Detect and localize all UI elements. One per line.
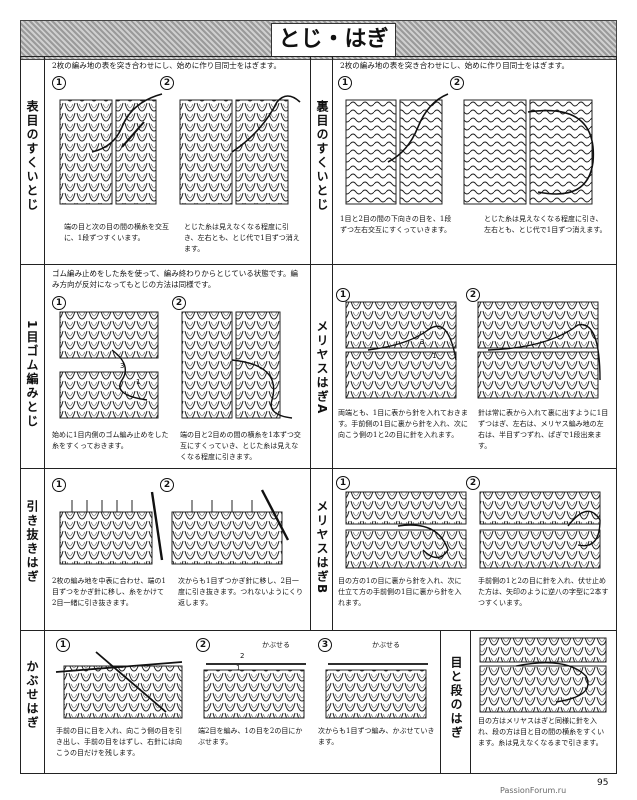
watermark: PassionForum.ru bbox=[500, 786, 567, 795]
step-caption: 手前側の1と2の目に針を入れ、伏せ止めた方は、矢印のように逆八の字型に2本すつす… bbox=[478, 577, 609, 607]
row-divider bbox=[20, 630, 617, 631]
step-caption: 端2目を編み、1の目を2の目にかぶせます。 bbox=[198, 727, 303, 746]
page-number: 95 bbox=[597, 778, 609, 788]
meriyasu-b-illustration bbox=[345, 491, 601, 569]
step-number-mark: 2 bbox=[240, 652, 245, 660]
cover-tag: かぶせる bbox=[372, 641, 400, 649]
label-divider bbox=[332, 56, 333, 630]
section-label-me-to-dan: 目と段のはぎ bbox=[449, 656, 463, 740]
step-caption: 次からも1目ずつかぎ針に移し、2目一度に引き抜きます。つれないようにくり返します… bbox=[178, 577, 304, 607]
step-marker: 1 bbox=[336, 476, 350, 490]
title-banner: とじ・はぎ bbox=[20, 20, 617, 60]
label-divider bbox=[44, 56, 45, 774]
section-label-kabuse: かぶせはぎ bbox=[25, 660, 39, 730]
me-to-dan-illustration bbox=[479, 637, 607, 713]
step-marker: 1 bbox=[336, 288, 350, 302]
step-caption: 2枚の編み地を中表に合わせ、端の1目ずつをかぎ針に移し、糸をかけて2目一緒に引き… bbox=[52, 577, 166, 607]
step-caption: 針は常に表から入れて裏に出すように1目ずつはぎ、左右は、メリヤス編み地の左右は、… bbox=[478, 409, 609, 450]
step-number-mark: 1 bbox=[236, 664, 241, 672]
meriyasu-a-illustration bbox=[345, 301, 601, 399]
kabuse-illustration bbox=[55, 651, 428, 719]
column-divider bbox=[310, 56, 311, 630]
step-caption: 端の目と2目めの間の横糸を1本ずつ交互にすくっていき、とじた糸は見えなくなる程度… bbox=[180, 431, 301, 461]
step-caption: 1目と2目の間の下向きの目を、1段ずつ左右交互にすくっていきます。 bbox=[340, 215, 452, 234]
step-marker: 2 bbox=[160, 478, 174, 492]
step-marker: 2 bbox=[466, 476, 480, 490]
step-caption: とじた糸は見えなくなる程度に引き、左右とも、とじ代で1目ずつ消えます。 bbox=[184, 223, 300, 253]
section-label-meriyasu-b: メリヤスはぎB bbox=[315, 500, 329, 596]
section-label-back-sukui: 裏目のすくいとじ bbox=[315, 100, 329, 212]
section-label-meriyasu-a: メリヤスはぎA bbox=[315, 320, 329, 416]
step-number-mark: 3 bbox=[420, 338, 425, 346]
step-marker: 1 bbox=[52, 296, 66, 310]
content-frame bbox=[20, 56, 617, 774]
column-divider bbox=[440, 630, 441, 774]
step-caption: 目の方の1の目に裏から針を入れ、次に仕立て方の手前側の1目に裏から針を入れます。 bbox=[338, 577, 462, 607]
section-note: 2枚の編み地の表を突き合わせにし、始めに作り目同士をはぎます。 bbox=[340, 61, 570, 70]
step-marker: 1 bbox=[338, 76, 352, 90]
step-marker: 3 bbox=[318, 638, 332, 652]
step-marker: 1 bbox=[52, 478, 66, 492]
section-label-rib-toji: 1目ゴム編みとじ bbox=[25, 320, 39, 429]
purl-illustration bbox=[345, 93, 595, 205]
step-marker: 2 bbox=[196, 638, 210, 652]
knit-illustration bbox=[59, 93, 301, 205]
cover-tag: かぶせる bbox=[262, 641, 290, 649]
step-number-mark: 3 bbox=[120, 362, 125, 370]
page-title: とじ・はぎ bbox=[271, 23, 396, 57]
section-note: 2枚の編み地の表を突き合わせにし、始めに作り目同士をはぎます。 bbox=[52, 61, 282, 70]
step-marker: 1 bbox=[56, 638, 70, 652]
step-caption: 次からも1目ずつ編み、かぶせていきます。 bbox=[318, 727, 435, 746]
step-caption: 端の目と次の目の間の横糸を交互に、1段ずつすくいます。 bbox=[64, 223, 169, 242]
step-caption: 始めに1目内側のゴム編み止めをした糸をすくっておきます。 bbox=[52, 431, 169, 450]
label-divider bbox=[470, 630, 471, 774]
step-caption: 両端とも、1目に表から針を入れておきます。手前側の1目に裏から針を入れ、次に向こ… bbox=[338, 409, 468, 439]
section-note: ゴム編み止めをした糸を使って、編み終わりからとじている状態です。編み方向が反対に… bbox=[52, 269, 298, 289]
section-label-front-sukui: 表目のすくいとじ bbox=[25, 100, 39, 212]
row-divider bbox=[20, 264, 617, 265]
step-caption: 手前の目に目を入れ、向こう側の目を引き出し、手前の目をはずし、右針には向こうの目… bbox=[56, 727, 183, 757]
step-marker: 2 bbox=[466, 288, 480, 302]
step-marker: 1 bbox=[52, 76, 66, 90]
rib-illustration bbox=[59, 311, 293, 419]
step-number-mark: 1 bbox=[432, 352, 437, 360]
step-caption: 目の方はメリヤスはぎと同様に針を入れ、段の方は目と目の間の横糸をすくいます。糸は… bbox=[478, 717, 605, 747]
step-marker: 2 bbox=[450, 76, 464, 90]
step-number-mark: 1 bbox=[136, 378, 141, 386]
step-caption: とじた糸は見えなくなる程度に引き、左右とも、とじ代で1目ずつ消えます。 bbox=[484, 215, 607, 234]
step-marker: 2 bbox=[160, 76, 174, 90]
step-marker: 2 bbox=[172, 296, 186, 310]
row-divider bbox=[20, 468, 617, 469]
section-label-hikinuki: 引き抜きはぎ bbox=[25, 500, 39, 584]
hikinuki-illustration bbox=[59, 489, 290, 565]
